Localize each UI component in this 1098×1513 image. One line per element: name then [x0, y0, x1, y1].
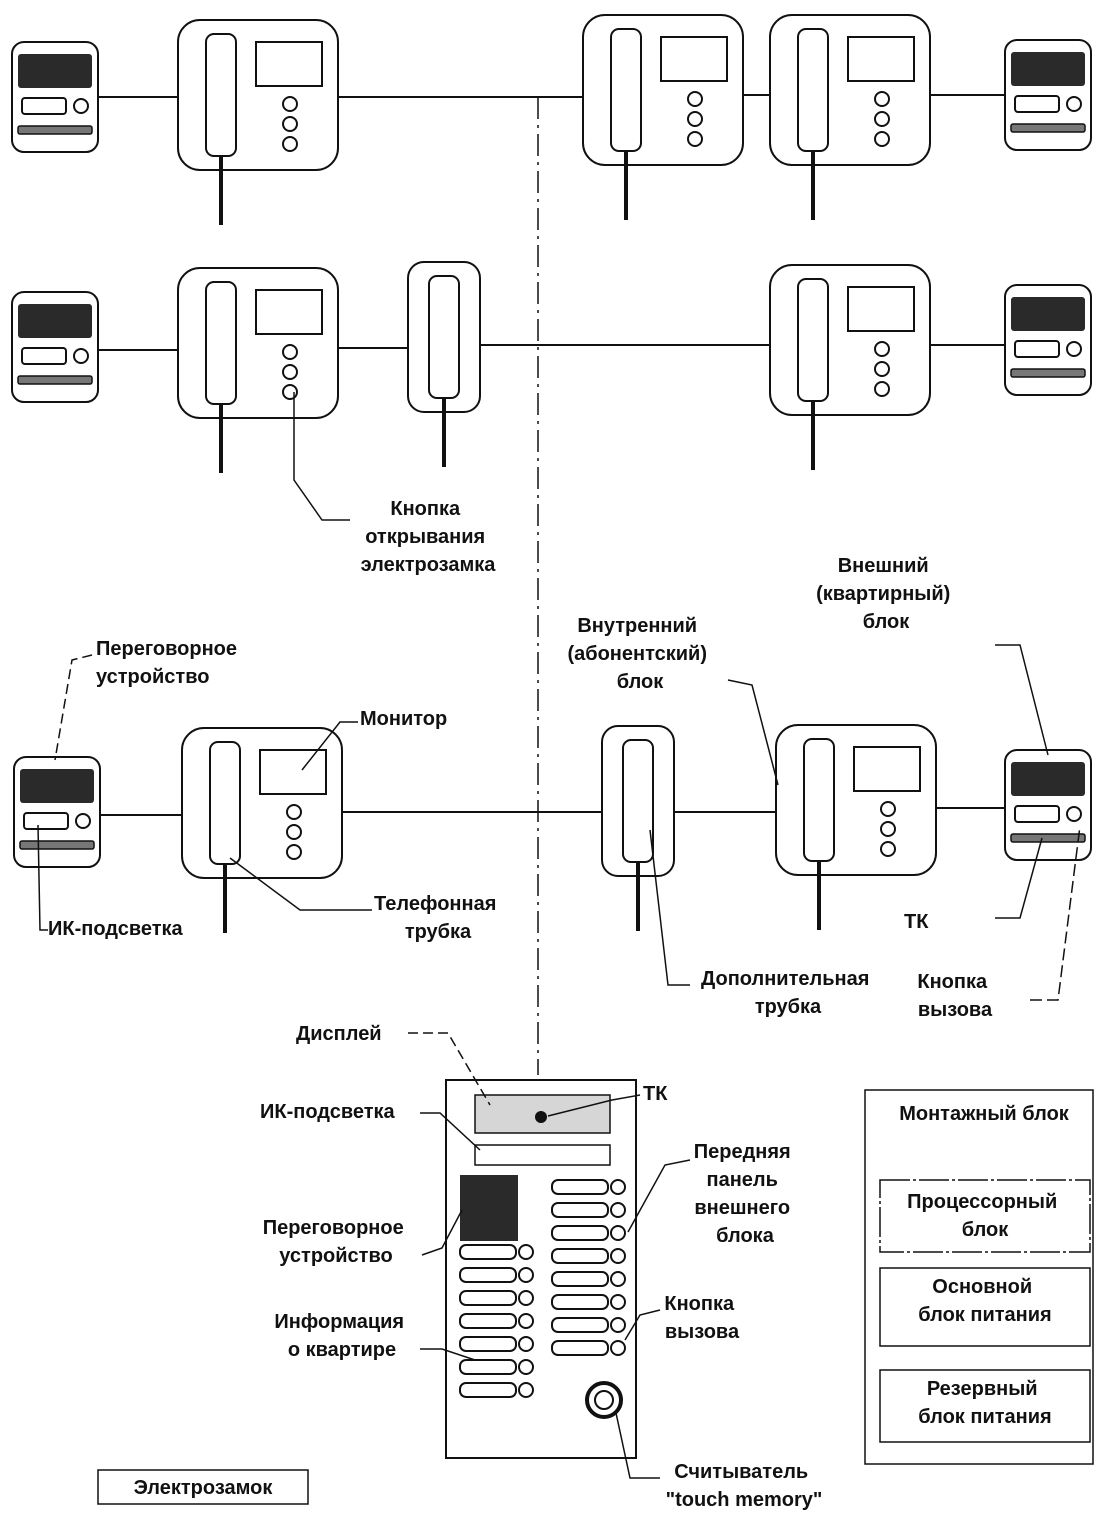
backup-power-label: Резервный блок питания: [918, 1378, 1051, 1428]
leader-panel-ir: [420, 1112, 481, 1151]
processor-block: [879, 1179, 1091, 1253]
label-panel-tk: ТК: [643, 1083, 668, 1105]
leader-door-button: [293, 392, 350, 521]
leader-ir-light: [37, 824, 48, 931]
label-tk: ТК: [904, 911, 929, 933]
label-apartment-info: Информация о квартире: [274, 1311, 409, 1361]
leader-panel-tk: [547, 1094, 641, 1117]
label-panel-intercom: Переговорное устройство: [263, 1217, 410, 1267]
leader-external-block: [995, 644, 1049, 756]
outdoor-panel-2: [1004, 39, 1092, 151]
monitor-unit-5: [768, 263, 932, 472]
extra-handset-1: [406, 260, 482, 469]
front-panel: [445, 1079, 637, 1459]
monitor-unit-2: [581, 13, 745, 222]
leader-panel-call-button: [624, 1309, 661, 1341]
monitor-unit-7: [774, 723, 938, 932]
label-front-panel: Передняя панель внешнего блока: [694, 1141, 797, 1247]
processor-block-label: Процессорный блок: [907, 1191, 1063, 1241]
leader-apartment-info: [420, 1348, 476, 1361]
leader-reader: [615, 1412, 660, 1479]
label-door-button: Кнопка открывания электрозамка: [361, 498, 497, 576]
mounting-block-title: Монтажный блок: [899, 1103, 1070, 1125]
main-power-label: Основной блок питания: [918, 1276, 1051, 1326]
label-reader: Считыватель "touch memory": [666, 1461, 823, 1511]
row-2: [11, 260, 1092, 521]
label-call-button: Кнопка вызова: [917, 971, 993, 1021]
label-panel-ir: ИК-подсветка: [260, 1101, 396, 1123]
outdoor-panel-5: [13, 756, 101, 868]
leader-handset: [229, 857, 372, 911]
leader-display: [408, 1032, 491, 1106]
lock-box: [97, 1469, 309, 1505]
monitor-unit-6: [180, 726, 344, 935]
leader-monitor: [301, 721, 358, 771]
outdoor-panel-4: [1004, 284, 1092, 396]
leader-internal-block: [727, 679, 779, 786]
outdoor-panel-3: [11, 291, 99, 403]
front-panel-tk: [535, 1111, 547, 1123]
label-external-block: Внешний (квартирный) блок: [816, 555, 956, 633]
label-monitor: Монитор: [360, 708, 447, 730]
label-handset: Телефонная трубка: [374, 893, 502, 943]
leader-intercom-device: [54, 654, 93, 761]
monitor-unit-4: [176, 266, 340, 475]
backup-power-block: [879, 1369, 1091, 1443]
mounting-block: Монтажный блок Процессорный блок Основно…: [864, 1089, 1094, 1465]
label-lock: Электрозамок: [134, 1477, 274, 1499]
leader-panel-intercom: [421, 1209, 463, 1256]
touch-memory-reader: [585, 1381, 623, 1419]
outdoor-panel-1: [11, 41, 99, 153]
label-display: Дисплей: [296, 1023, 382, 1045]
label-panel-call-button: Кнопка вызова: [664, 1293, 740, 1343]
leader-front-panel: [627, 1159, 691, 1233]
row-1: [11, 13, 1092, 227]
monitor-unit-1: [176, 18, 340, 227]
label-intercom-device: Переговорное устройство: [96, 638, 243, 688]
leader-call-button: [1030, 825, 1081, 1001]
outdoor-panel-6: [1004, 749, 1092, 861]
row-3: [13, 723, 1092, 935]
extra-handset-2: [600, 724, 676, 933]
leader-tk: [995, 837, 1043, 919]
leader-extra-handset: [649, 829, 690, 986]
main-power-block: [879, 1267, 1091, 1347]
label-extra-handset: Дополнительная трубка: [701, 968, 875, 1018]
front-panel-ir: [474, 1144, 611, 1166]
label-internal-block: Внутренний (абонентский) блок: [567, 615, 712, 693]
touch-memory-reader-inner: [594, 1390, 614, 1410]
label-ir-light: ИК-подсветка: [48, 918, 184, 940]
monitor-unit-3: [768, 13, 932, 222]
front-panel-speaker: [460, 1175, 518, 1241]
